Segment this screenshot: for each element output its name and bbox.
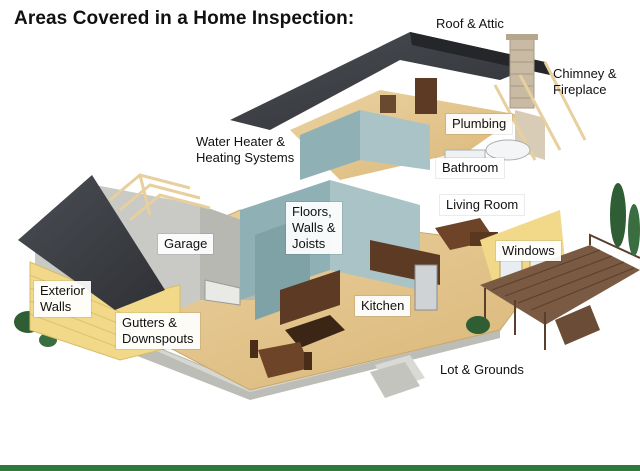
deck xyxy=(480,233,640,350)
label-garage: Garage xyxy=(158,234,214,254)
label-roof-attic: Roof & Attic xyxy=(436,16,504,31)
trees-right xyxy=(610,183,640,256)
label-living-room: Living Room xyxy=(440,195,525,215)
upper-floor xyxy=(290,78,520,180)
kitchen-cabinets xyxy=(280,240,440,348)
label-lot-grounds: Lot & Grounds xyxy=(440,362,524,377)
label-kitchen: Kitchen xyxy=(355,296,411,316)
label-exterior-walls: Exterior Walls xyxy=(34,281,91,317)
dining-set xyxy=(250,340,312,378)
label-gutters-downspouts: Gutters & Downspouts xyxy=(116,313,200,349)
label-windows: Windows xyxy=(496,241,561,261)
garage-roof xyxy=(18,175,165,310)
garage-trusses xyxy=(109,173,211,222)
label-chimney-fireplace: Chimney & Fireplace xyxy=(553,66,617,97)
page-title: Areas Covered in a Home Inspection: xyxy=(14,8,355,29)
interior-walls xyxy=(240,180,420,320)
label-plumbing: Plumbing xyxy=(446,114,513,134)
label-water-heater-heating: Water Heater & Heating Systems xyxy=(196,134,295,165)
shrubs-deck xyxy=(466,316,490,334)
label-floors-walls-joists: Floors, Walls & Joists xyxy=(286,202,342,254)
front-steps xyxy=(370,355,425,398)
label-bathroom: Bathroom xyxy=(436,158,505,178)
bottom-bar xyxy=(0,465,640,471)
